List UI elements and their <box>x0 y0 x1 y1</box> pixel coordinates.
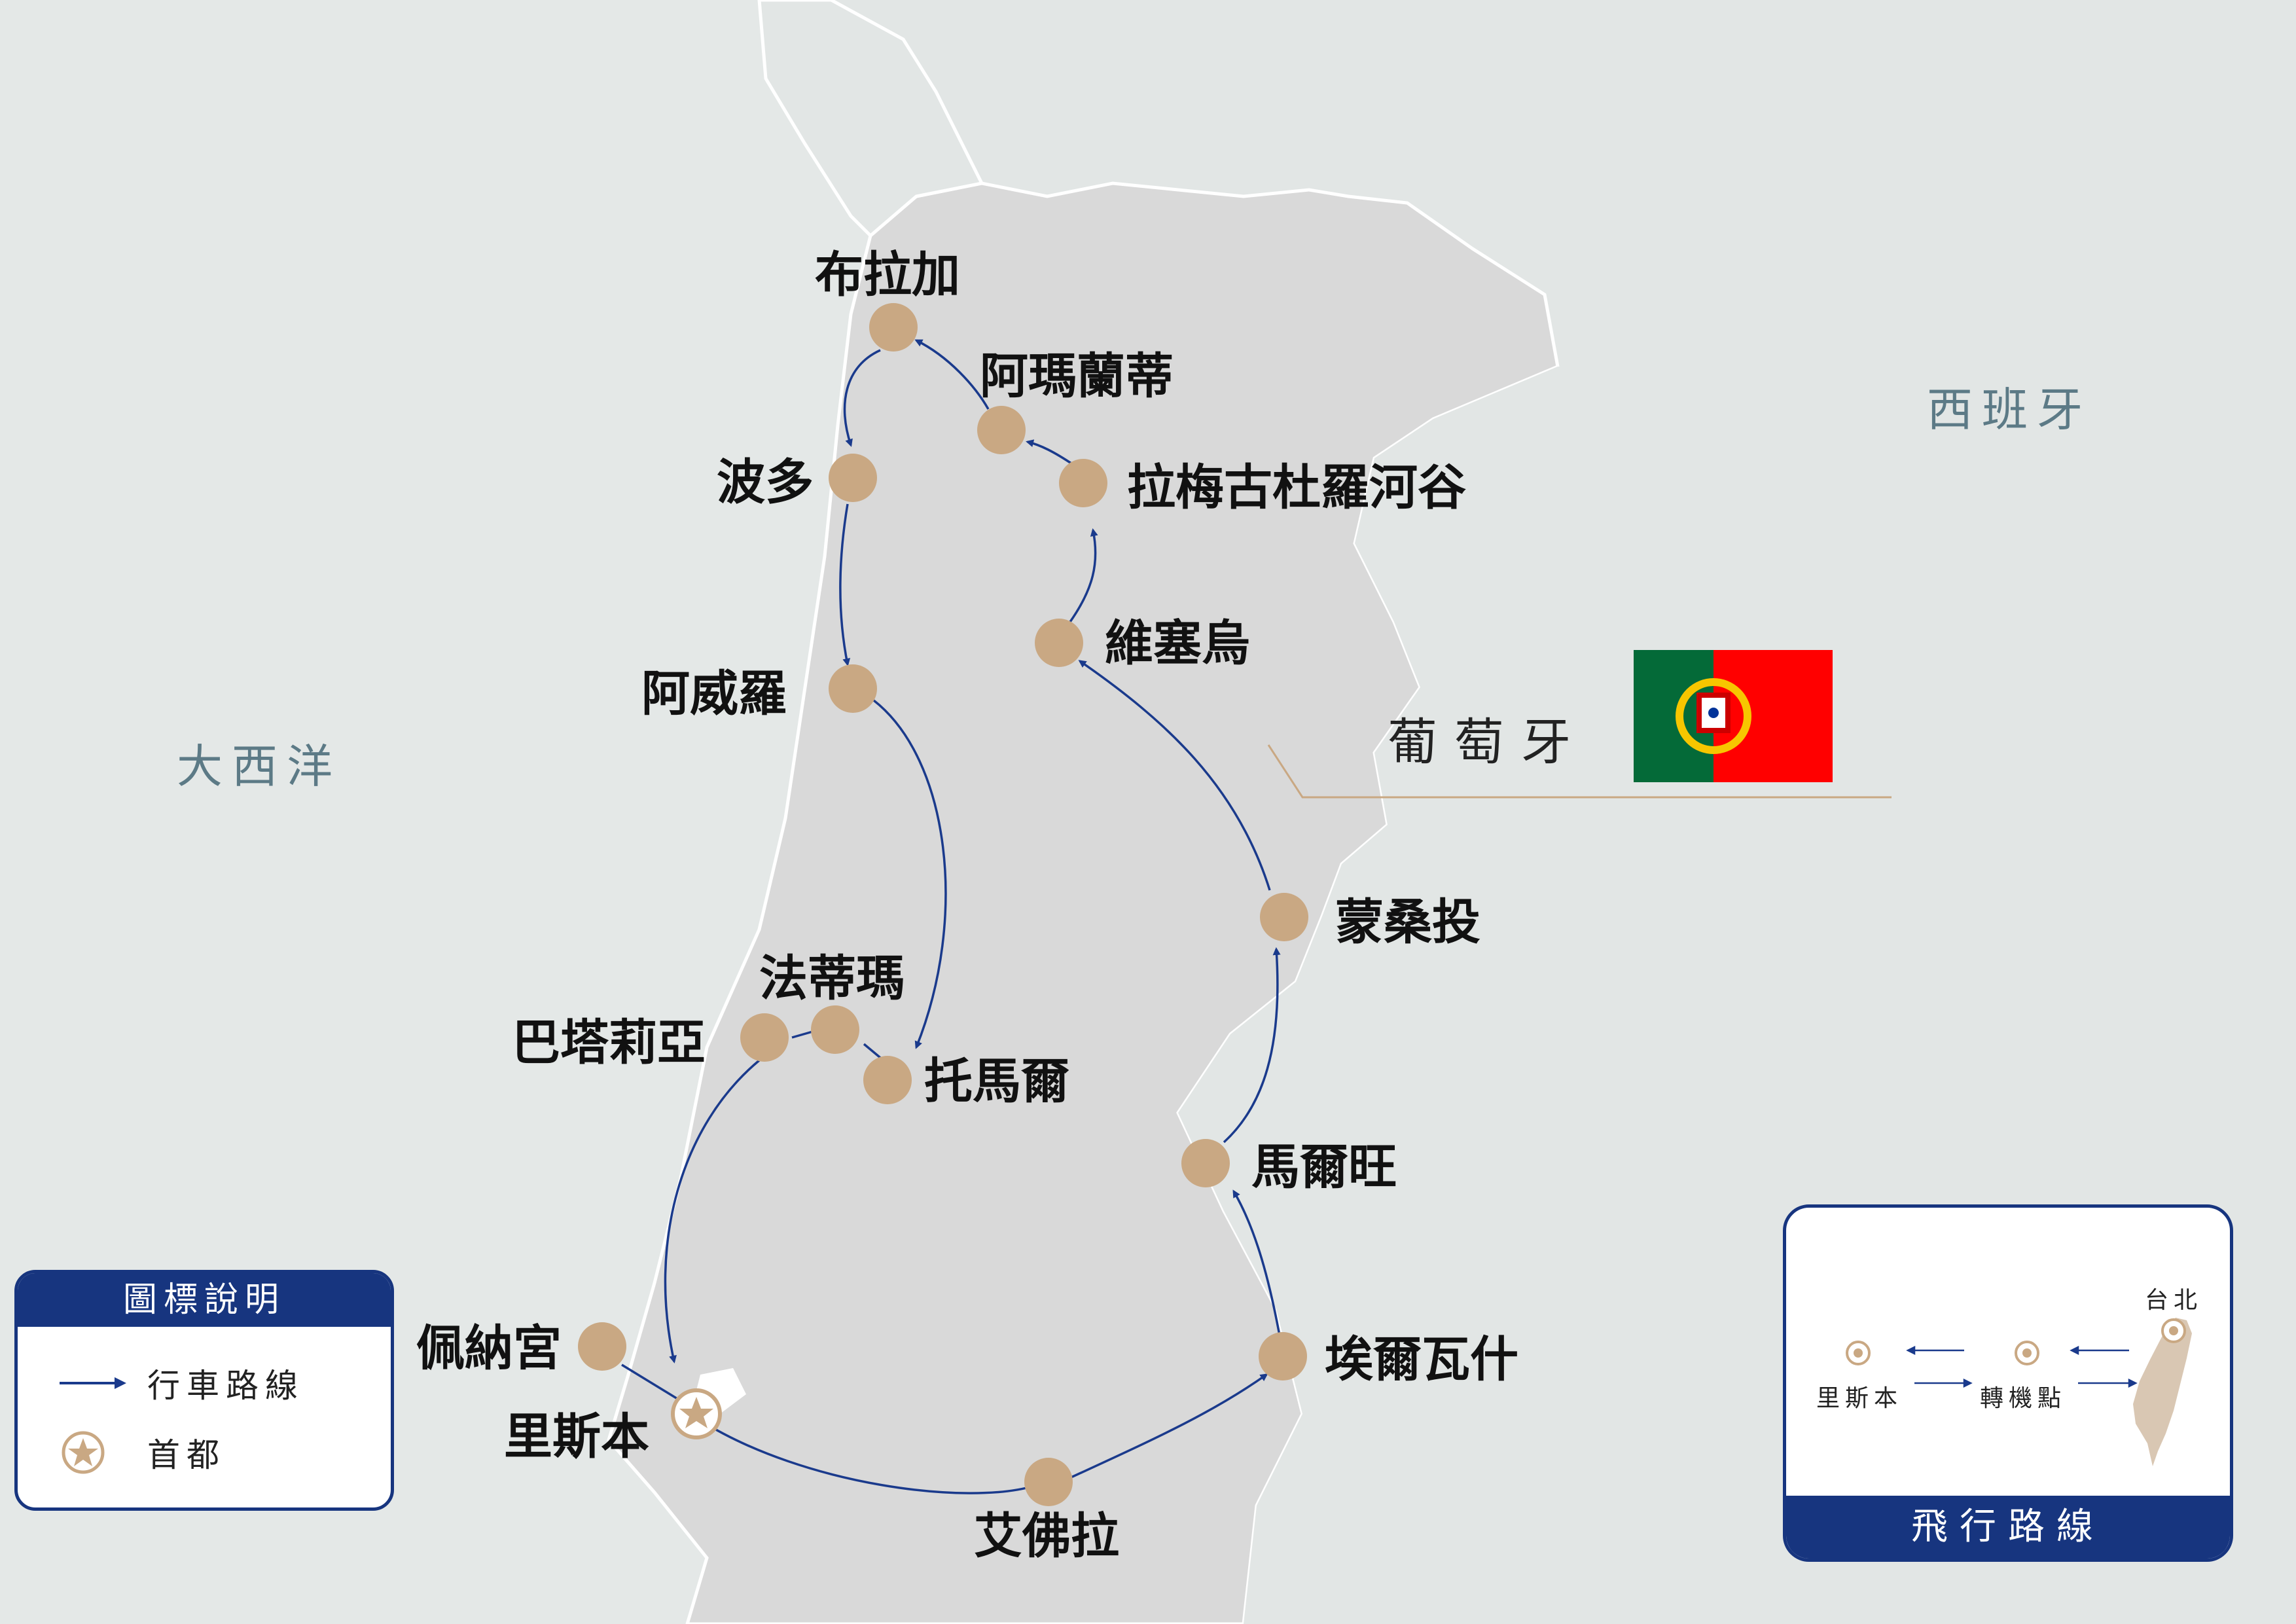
spain-label: 西班牙 <box>1927 383 2092 437</box>
galicia-land <box>757 0 984 238</box>
route-douro-amarante <box>1026 439 1074 466</box>
label-pena: 佩納宮 <box>416 1320 562 1377</box>
city-dot-batalha[interactable] <box>740 1013 789 1062</box>
route-evora-elvas <box>1066 1373 1268 1481</box>
legend-capital-row: 首都 <box>57 1429 226 1476</box>
capital-star-icon[interactable] <box>671 1388 722 1439</box>
portugal-flag-icon <box>1634 650 1833 782</box>
label-viseu: 維塞烏 <box>1105 615 1250 672</box>
flight-transfer-label: 轉機點 <box>1980 1385 2067 1412</box>
legend-route-label: 行車路線 <box>147 1367 304 1405</box>
label-porto: 波多 <box>717 454 814 511</box>
label-braga: 布拉加 <box>815 247 960 303</box>
label-elvas: 埃爾瓦什 <box>1325 1331 1518 1388</box>
legend-title: 圖標說明 <box>18 1273 391 1327</box>
label-marvao: 馬爾旺 <box>1251 1139 1397 1195</box>
flight-lisbon-label: 里斯本 <box>1816 1385 1903 1412</box>
city-dot-evora[interactable] <box>1024 1458 1073 1506</box>
route-porto-aveiro <box>839 503 851 666</box>
city-dot-elvas[interactable] <box>1259 1332 1307 1380</box>
route-aveiro-tomar <box>872 699 947 1049</box>
route-lisbon-evora <box>700 1419 1036 1494</box>
route-braga-porto <box>843 349 881 447</box>
label-evora: 艾佛拉 <box>974 1508 1119 1564</box>
label-monsanto: 蒙桑投 <box>1335 894 1480 950</box>
route-amarante-braga <box>914 339 990 410</box>
route-marvao-monsanto <box>1223 947 1281 1144</box>
city-dot-porto[interactable] <box>829 454 877 502</box>
country-label: 葡萄牙 <box>1388 713 1588 771</box>
flight-diagram <box>1846 1318 2192 1466</box>
flight-route-panel: 台北 里斯本 轉機點 飛行路線 <box>1783 1204 2233 1562</box>
flight-taipei-label: 台北 <box>2145 1287 2203 1314</box>
city-dot-fatima[interactable] <box>811 1005 859 1054</box>
route-viseu-douro <box>1069 528 1098 623</box>
legend-capital-label: 首都 <box>147 1436 226 1474</box>
flight-route-title: 飛行路線 <box>1786 1496 2230 1559</box>
city-dot-marvao[interactable] <box>1181 1139 1230 1187</box>
route-monsanto-viseu <box>1078 660 1271 891</box>
city-dot-amarante[interactable] <box>977 406 1026 454</box>
city-dot-monsanto[interactable] <box>1260 893 1308 941</box>
route-fatima-batalha <box>791 1030 816 1039</box>
atlantic-label: 大西洋 <box>177 740 342 793</box>
label-amarante: 阿瑪蘭蒂 <box>980 348 1174 405</box>
label-aveiro: 阿威羅 <box>641 666 787 722</box>
route-arrow-icon <box>60 1377 126 1389</box>
route-elvas-marvao <box>1232 1189 1281 1336</box>
route-batalha-lisbon <box>664 1059 761 1363</box>
legend-route-row: 行車路線 <box>57 1360 304 1407</box>
label-tomar: 托馬爾 <box>924 1053 1069 1110</box>
route-lines <box>621 339 1281 1494</box>
label-lisbon: 里斯本 <box>504 1409 649 1465</box>
label-fatima: 法蒂瑪 <box>759 950 905 1007</box>
label-batalha: 巴塔莉亞 <box>512 1015 706 1071</box>
legend-panel: 圖標說明 行車路線 首都 <box>14 1270 394 1511</box>
city-dot-tomar[interactable] <box>863 1056 912 1104</box>
city-dot-viseu[interactable] <box>1035 619 1083 667</box>
city-dot-douro[interactable] <box>1059 459 1107 507</box>
taiwan-island-icon <box>2133 1318 2192 1466</box>
country-pointer-line <box>1267 744 1892 799</box>
city-dot-pena[interactable] <box>578 1322 626 1371</box>
label-douro: 拉梅古杜羅河谷 <box>1127 460 1466 516</box>
city-dot-braga[interactable] <box>869 303 918 352</box>
city-dot-aveiro[interactable] <box>829 664 877 713</box>
city-dots <box>578 303 1308 1506</box>
route-pena-lisbon <box>621 1363 681 1402</box>
capital-star-icon <box>62 1431 105 1474</box>
